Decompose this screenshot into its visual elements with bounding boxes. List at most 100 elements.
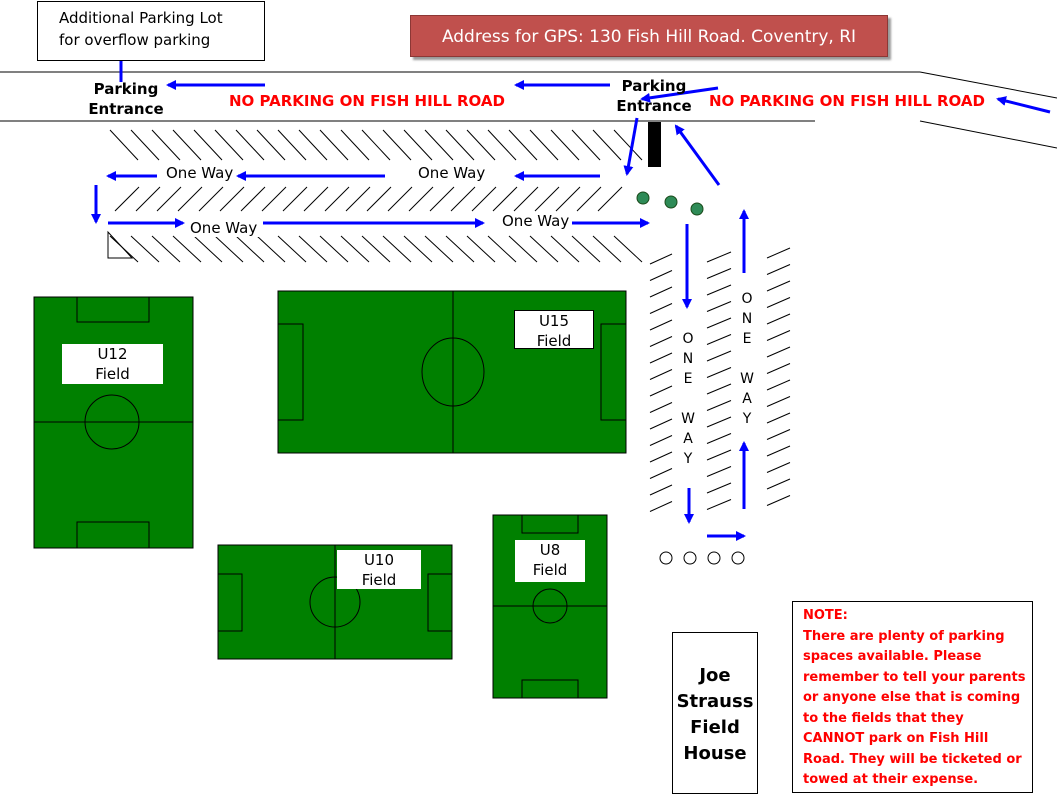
note-line: CANNOT park on Fish Hill: [803, 731, 989, 746]
parking-space-line: [597, 186, 623, 212]
one-way-label: One Way: [416, 164, 488, 182]
parking-space-line: [214, 129, 244, 161]
parking-space-line: [766, 297, 791, 308]
letter: E: [683, 371, 693, 387]
parking-space-line: [766, 247, 791, 259]
parking-space-line: [298, 235, 328, 263]
one-way-vertical-left: O N E W A Y: [680, 329, 696, 469]
parking-space-line: [303, 186, 329, 212]
note-heading: NOTE:: [803, 608, 848, 623]
parking-space-line: [487, 235, 517, 263]
parking-space-line: [366, 186, 392, 212]
letter: N: [741, 311, 753, 327]
parking-space-line: [403, 235, 433, 263]
note-line: Road. They will be ticketed or: [803, 751, 1022, 767]
parking-space-line: [706, 466, 732, 477]
parking-space-line: [151, 235, 181, 263]
parking-space-line: [706, 499, 732, 510]
parking-space-line: [766, 412, 791, 424]
parking-entrance-right: Parking Entrance: [616, 76, 692, 116]
field-label-u12: U12 Field: [62, 344, 163, 384]
parking-space-line: [256, 235, 286, 263]
parking-space-line: [340, 235, 370, 263]
parking-space-line: [177, 186, 203, 212]
parking-space-line: [613, 129, 643, 161]
parking-space-line: [319, 235, 349, 263]
parking-space-line: [649, 418, 673, 430]
parking-entrance-left-line1: Parking: [93, 80, 159, 98]
field-label-u10: U10 Field: [337, 550, 421, 589]
parking-space-line: [382, 129, 412, 161]
note-line: or anyone else that is coming: [803, 690, 1021, 705]
parking-space-line: [649, 319, 673, 331]
parking-space-line: [592, 129, 622, 161]
parking-space-line: [706, 268, 732, 279]
letter: [739, 349, 755, 369]
letter: E: [742, 331, 752, 347]
field-house-line1: Joe: [699, 665, 731, 686]
parking-space-line: [649, 369, 673, 380]
parking-space-line: [508, 129, 538, 161]
bollard-marker: [707, 551, 721, 565]
parking-space-line: [766, 280, 791, 292]
parking-space-line: [235, 129, 265, 161]
parking-space-line: [706, 482, 732, 494]
parking-space-line: [649, 352, 673, 364]
field-label-u8: U8 Field: [515, 540, 585, 582]
field-label-u8-name: U8: [539, 541, 561, 559]
parking-space-line: [534, 186, 560, 212]
parking-space-line: [408, 186, 434, 212]
parking-space-line: [706, 449, 732, 461]
parking-space-line: [193, 129, 223, 161]
parking-space-line: [492, 186, 518, 212]
field-label-u15-word: Field: [536, 332, 572, 350]
parking-space-line: [151, 129, 181, 161]
parking-space-line: [649, 303, 673, 314]
parking-space-line: [135, 186, 161, 212]
parking-space-line: [387, 186, 413, 212]
parking-entrance-left-line2: Entrance: [88, 100, 164, 118]
letter: W: [681, 411, 695, 427]
parking-space-line: [706, 251, 732, 263]
letter: N: [682, 351, 694, 367]
parking-space-line: [706, 350, 732, 362]
parking-entrance-right-line1: Parking: [621, 77, 687, 95]
entrance-post: [648, 122, 661, 167]
parking-space-line: [424, 129, 454, 161]
field-house-line4: House: [683, 743, 747, 764]
arrow: [996, 96, 1051, 114]
parking-space-line: [706, 400, 732, 411]
lot-corner-marker: [107, 230, 134, 259]
parking-space-line: [649, 253, 673, 265]
bollard-marker: [731, 551, 745, 565]
arrow: [640, 86, 719, 103]
field-label-u8-word: Field: [532, 561, 568, 579]
note-line: There are plenty of parking: [803, 628, 1005, 644]
parking-entrance-left: Parking Entrance: [88, 79, 164, 119]
parking-space-line: [571, 235, 601, 263]
parking-space-line: [649, 286, 673, 298]
parking-space-line: [576, 186, 602, 212]
parking-space-line: [550, 129, 580, 161]
parking-space-line: [766, 495, 791, 506]
parking-space-line: [706, 284, 732, 296]
parking-space-line: [340, 129, 370, 161]
field-label-u15: U15 Field: [514, 310, 594, 350]
letter: O: [741, 291, 753, 307]
letter: A: [683, 431, 693, 447]
parking-space-line: [649, 451, 673, 463]
parking-space-line: [529, 235, 559, 263]
parking-space-line: [513, 186, 539, 212]
field-house-line2: Strauss: [676, 691, 754, 712]
parking-space-line: [345, 186, 371, 212]
parking-space-line: [766, 313, 791, 325]
parking-space-line: [219, 186, 245, 212]
parking-space-line: [766, 264, 791, 275]
parking-space-line: [649, 484, 673, 496]
parking-space-line: [114, 186, 140, 212]
parking-space-line: [706, 416, 732, 428]
parking-space-line: [424, 235, 454, 263]
field-house: Joe Strauss Field House: [672, 632, 758, 794]
parking-note: NOTE: There are plenty of parking spaces…: [792, 601, 1033, 793]
parking-space-line: [445, 129, 475, 161]
